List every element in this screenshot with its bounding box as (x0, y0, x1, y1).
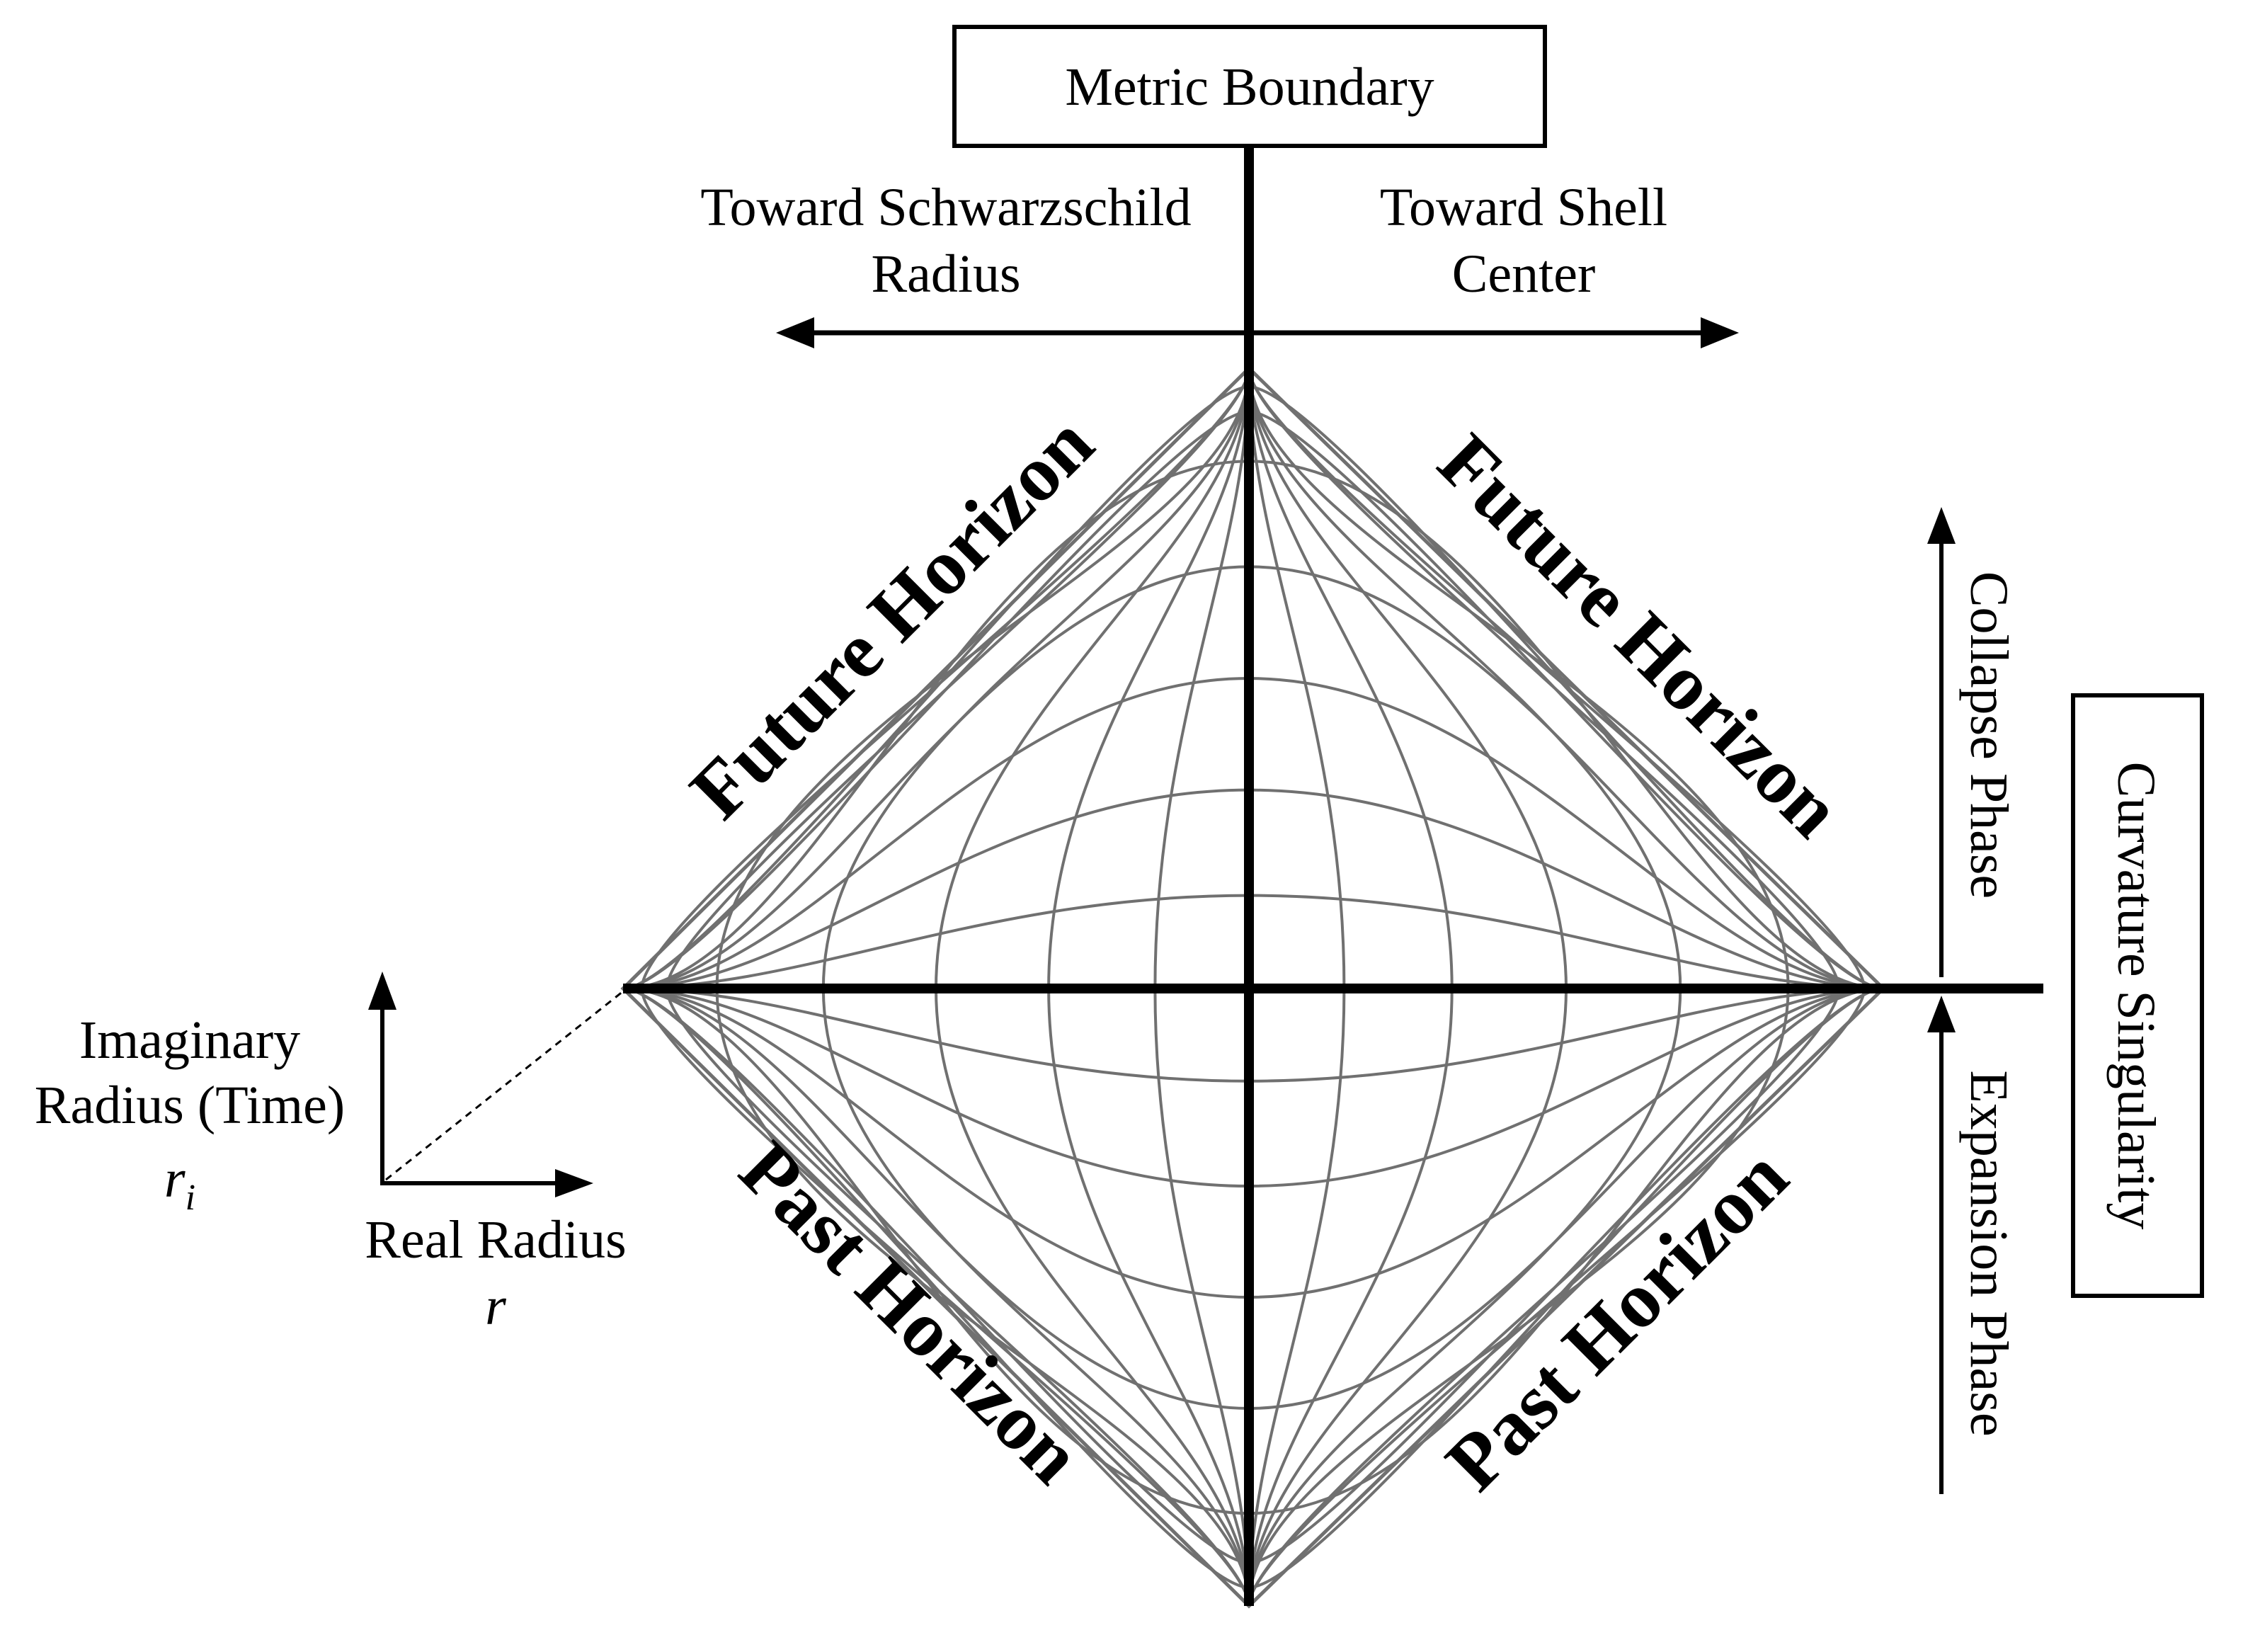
future-horizon-left-label: Future Horizon (674, 399, 1110, 836)
past-horizon-right-label: Past Horizon (1429, 1132, 1805, 1508)
metric-boundary-label: Metric Boundary (1065, 57, 1434, 117)
coordinate-legend (368, 972, 624, 1197)
imaginary-radius-symbol: ri (164, 1149, 195, 1218)
expansion-phase-arrow (1927, 996, 1956, 1494)
real-radius-symbol: r (485, 1277, 506, 1336)
past-horizon-left-label: Past Horizon (723, 1125, 1098, 1500)
metric-boundary-box: Metric Boundary (952, 25, 1547, 148)
imaginary-radius-label-1: Imaginary (79, 1010, 300, 1070)
expansion-phase-label: Expansion Phase (1959, 1070, 2019, 1436)
curvature-singularity-label: Curvature Singularity (2106, 762, 2166, 1230)
curvature-singularity-box: Curvature Singularity (2071, 693, 2204, 1298)
imaginary-radius-label-2: Radius (Time) (35, 1076, 345, 1135)
toward-shell-label-1: Toward Shell (1380, 178, 1667, 237)
toward-schwarzschild-label-1: Toward Schwarzschild (700, 178, 1191, 237)
collapse-phase-label: Collapse Phase (1959, 571, 2019, 899)
future-horizon-right-label: Future Horizon (1422, 418, 1858, 854)
real-radius-label: Real Radius (365, 1210, 626, 1270)
collapse-phase-arrow (1927, 507, 1956, 977)
toward-shell-label-2: Center (1452, 244, 1596, 304)
right-arrow (1249, 317, 1739, 348)
toward-schwarzschild-label-2: Radius (871, 244, 1020, 304)
left-arrow (776, 317, 1249, 348)
